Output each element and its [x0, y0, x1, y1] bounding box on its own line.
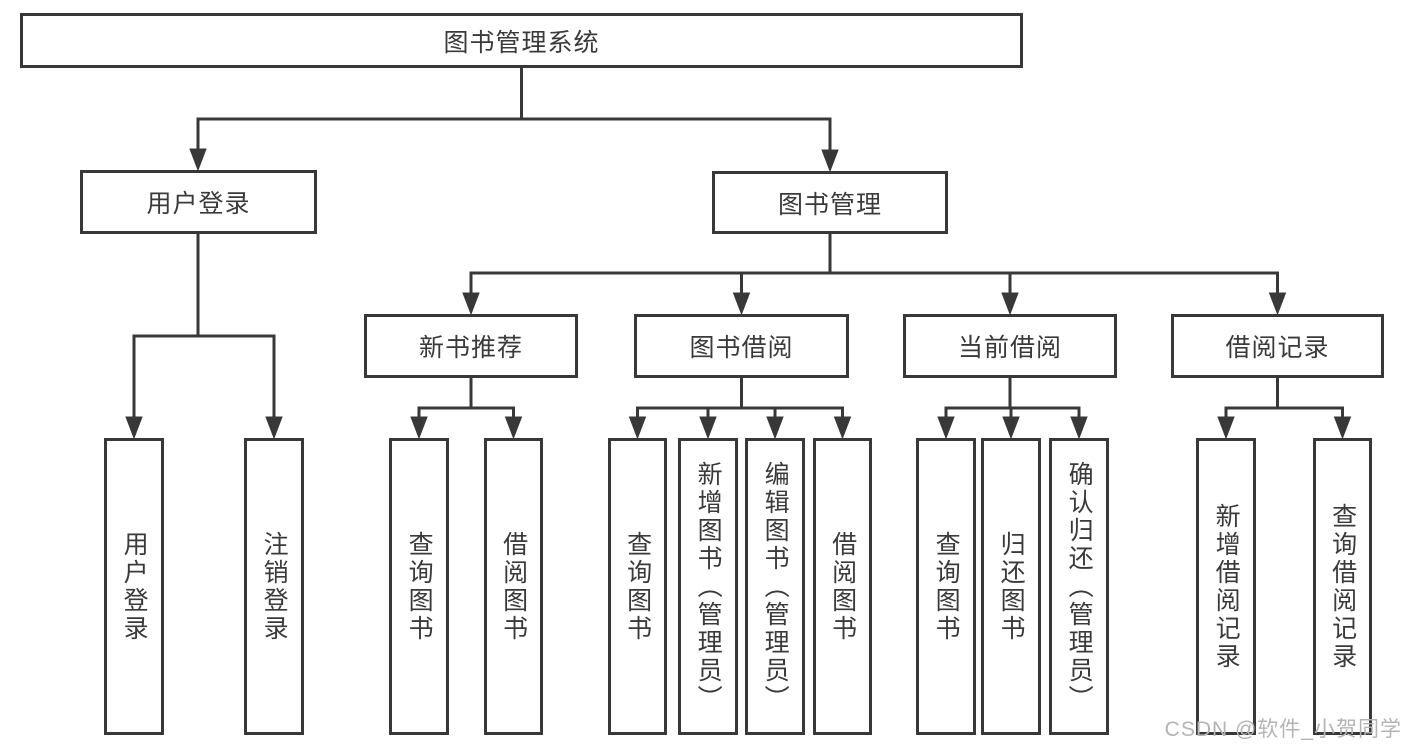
leaf-add-book-admin: 新增图书（管理员） — [678, 438, 738, 735]
leaf-add-borrow-record-label: 新增借阅记录 — [1212, 502, 1241, 671]
leaf-borrow-books-recommend-label: 借阅图书 — [499, 530, 528, 643]
leaf-borrow-books-borrowing-label: 借阅图书 — [828, 530, 857, 643]
node-library-system-label: 图书管理系统 — [443, 28, 600, 57]
node-library-system: 图书管理系统 — [20, 13, 1023, 68]
node-borrowing-records-label: 借阅记录 — [1225, 334, 1330, 362]
node-user-login: 用户登录 — [80, 170, 317, 234]
node-current-borrowing: 当前借阅 — [903, 314, 1117, 378]
leaf-query-books-recommend: 查询图书 — [389, 438, 449, 735]
leaf-borrow-books-recommend: 借阅图书 — [484, 438, 543, 735]
leaf-query-borrow-record: 查询借阅记录 — [1313, 438, 1372, 735]
node-new-book-recommend-label: 新书推荐 — [418, 334, 523, 362]
node-borrowing-records: 借阅记录 — [1171, 314, 1384, 378]
node-user-login-label: 用户登录 — [146, 190, 251, 218]
leaf-logout: 注销登录 — [244, 438, 304, 735]
leaf-borrow-books-borrowing: 借阅图书 — [813, 438, 872, 735]
node-book-borrowing-label: 图书借阅 — [689, 334, 794, 362]
leaf-edit-book-admin: 编辑图书（管理员） — [745, 438, 805, 735]
leaf-add-book-admin-label: 新增图书（管理员） — [694, 460, 723, 713]
leaf-edit-book-admin-label: 编辑图书（管理员） — [761, 460, 790, 713]
leaf-confirm-return-admin: 确认归还（管理员） — [1049, 438, 1109, 735]
leaf-query-borrow-record-label: 查询借阅记录 — [1328, 502, 1357, 671]
leaf-query-books-borrowing: 查询图书 — [608, 438, 667, 735]
csdn-watermark: CSDN @软件_小贺同学 — [1164, 718, 1402, 741]
node-book-borrowing: 图书借阅 — [634, 314, 849, 378]
leaf-query-books-current-label: 查询图书 — [932, 530, 961, 643]
node-current-borrowing-label: 当前借阅 — [957, 334, 1062, 362]
node-book-management-label: 图书管理 — [777, 190, 882, 219]
leaf-query-books-current: 查询图书 — [916, 438, 976, 735]
leaf-add-borrow-record: 新增借阅记录 — [1196, 438, 1256, 735]
leaf-query-books-borrowing-label: 查询图书 — [623, 530, 652, 643]
leaf-user-login: 用户登录 — [104, 438, 164, 735]
leaf-return-book: 归还图书 — [981, 438, 1041, 735]
leaf-confirm-return-admin-label: 确认归还（管理员） — [1065, 460, 1094, 713]
leaf-return-book-label: 归还图书 — [997, 530, 1026, 643]
leaf-user-login-label: 用户登录 — [120, 530, 149, 643]
leaf-logout-label: 注销登录 — [260, 530, 289, 643]
node-new-book-recommend: 新书推荐 — [364, 314, 578, 378]
node-book-management: 图书管理 — [712, 171, 948, 234]
leaf-query-books-recommend-label: 查询图书 — [405, 530, 434, 643]
